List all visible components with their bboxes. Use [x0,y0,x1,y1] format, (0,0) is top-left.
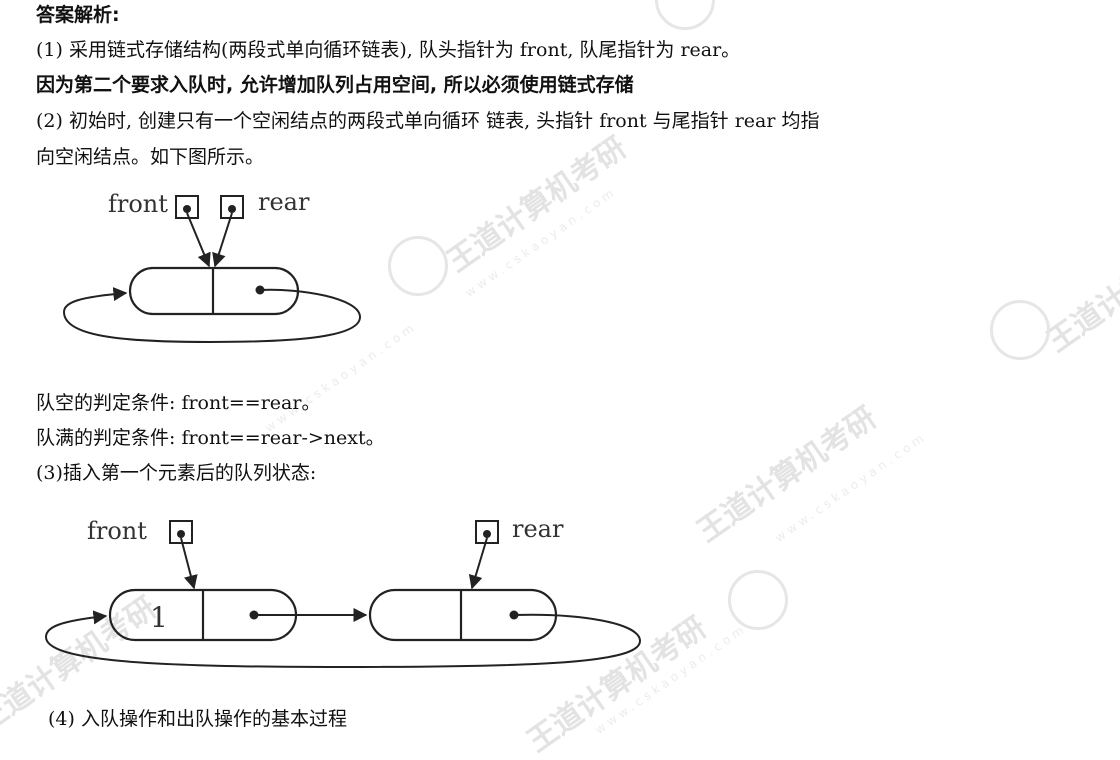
front-arrow [186,212,211,268]
paragraph-2-bold: 因为第二个要求入队时, 允许增加队列占用空间, 所以必须使用链式存储 [36,74,634,96]
rear-pointer-dot [228,205,236,213]
front-label: front [108,190,168,218]
circular-link [44,610,642,669]
answer-heading: 答案解析: [36,4,120,26]
rear-label: rear [512,515,564,543]
watermark-logo [655,0,715,30]
watermark-text: 王道计算机考研 [1040,210,1120,360]
figure-after-insert: front rear 1 [44,515,642,669]
rear-pointer-box [220,195,244,219]
watermark-text: 王道计算机考研 [440,130,634,280]
front-label: front [87,517,147,545]
watermark-text: 王道计算机考研 [690,400,884,550]
front-pointer-box [175,195,199,219]
paragraph-3-line-2: 向空闲结点。如下图所示。 [36,146,265,168]
paragraph-1: (1) 采用链式存储结构(两段式单向循环链表), 队头指针为 front, 队尾… [36,39,741,61]
watermark-logo [388,236,448,296]
rear-arrow [468,537,488,590]
watermark-logo [728,570,788,630]
front-pointer-box [169,520,193,544]
figure-initial-queue: front rear [62,188,362,344]
watermark-site: www.cskaoyan.com [462,184,620,300]
front-pointer-dot [177,530,185,538]
paragraph-3-line-1: (2) 初始时, 创建只有一个空闲结点的两段式单向循环 链表, 头指针 fron… [36,110,820,132]
front-pointer-dot [183,205,191,213]
rear-label: rear [258,188,310,216]
watermark-logo [990,300,1050,360]
circular-link [62,287,362,344]
node-value: 1 [150,601,168,634]
rear-pointer-box [475,520,499,544]
rear-arrow [212,212,233,268]
paragraph-5: (4) 入队操作和出队操作的基本过程 [48,708,347,730]
empty-condition: 队空的判定条件: front==rear。 [36,392,321,414]
front-arrow [180,537,198,590]
watermark-site: www.cskaoyan.com [772,429,930,545]
paragraph-4: (3)插入第一个元素后的队列状态: [36,462,317,484]
full-condition: 队满的判定条件: front==rear->next。 [36,427,385,449]
rear-pointer-dot [483,530,491,538]
